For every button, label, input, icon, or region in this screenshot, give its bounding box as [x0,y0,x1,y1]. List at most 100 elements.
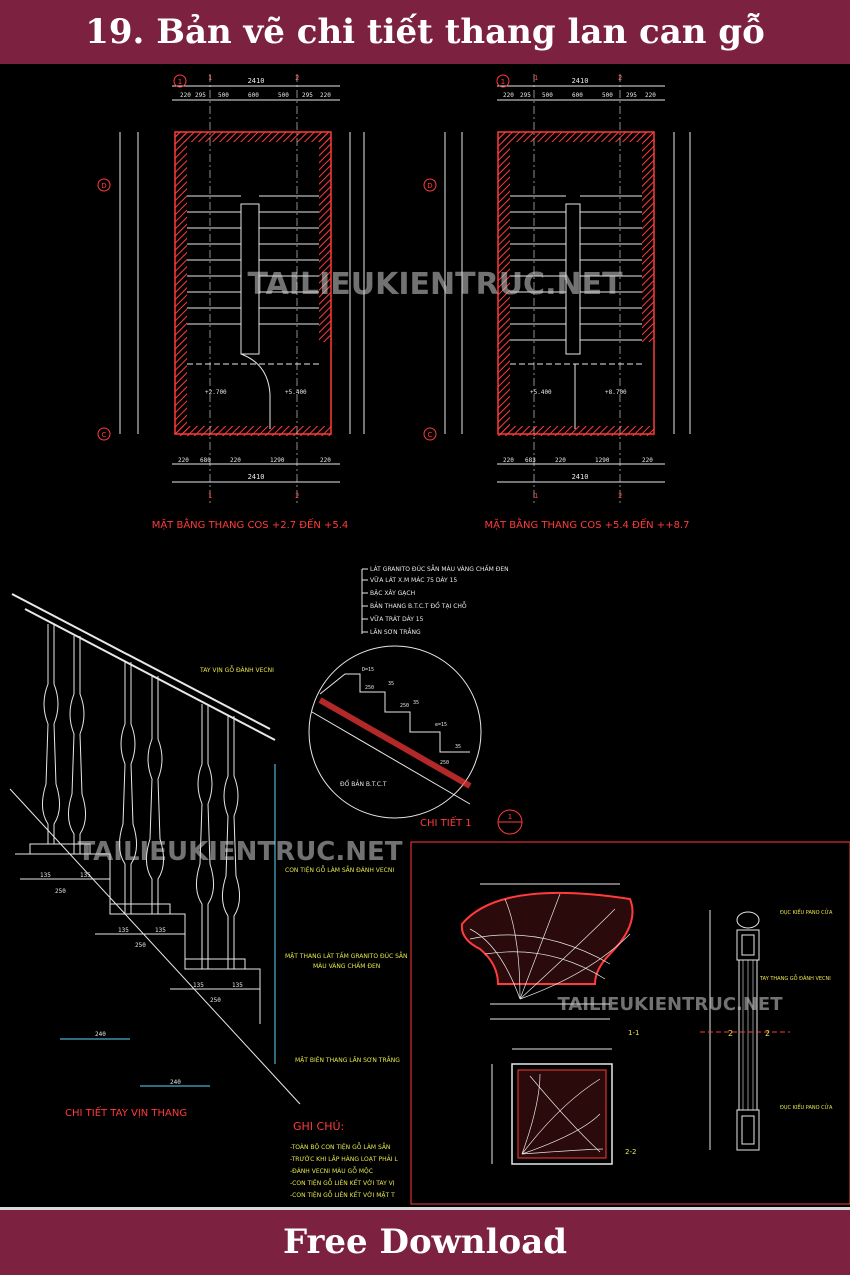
free-download-label[interactable]: Free Download [282,1222,568,1262]
plan-left-title: MẶT BẰNG THANG COS +2.7 ĐẾN +5.4 [152,517,349,531]
svg-text:295: 295 [520,92,531,99]
svg-text:250: 250 [135,942,146,949]
layer-item: BẬC XÂY GẠCH [370,590,415,597]
post-label-top: ĐỤC KIỂU PANO CỬA [780,908,833,916]
svg-text:220: 220 [503,92,514,99]
svg-text:C: C [428,431,433,439]
svg-text:2: 2 [765,1029,770,1038]
layer-item: LÁT GRANITO ĐÚC SẴN MÀU VÀNG CHẤM ĐEN [370,565,509,573]
svg-text:250: 250 [440,760,449,766]
svg-text:1: 1 [208,492,212,500]
notes-block: GHI CHÚ: -TOÀN BỘ CON TIỆN GỖ LÀM SẴN -T… [290,1120,398,1199]
layer-item: VỮA LÁT X.M MÁC 75 DÀY 15 [370,577,457,584]
svg-text:295: 295 [195,92,206,99]
post-detail-panel: 1-1 2-2 2 2 ĐỤC KIỂU PANO CỬA TAY THANG … [410,841,850,1205]
section-2-label: 2-2 [625,1148,636,1156]
svg-text:135: 135 [40,872,51,879]
svg-text:500: 500 [278,92,289,99]
note-item: -CON TIỆN GỖ LIÊN KẾT VỚI MẶT T [290,1191,395,1199]
svg-text:220: 220 [555,457,566,464]
plan-right-dim-top: 2410 [572,77,589,85]
plan-right-title: MẶT BẰNG THANG COS +5.4 ĐẾN ++8.7 [485,517,690,531]
detail-1-circle [308,645,482,819]
label-edge: MẶT BIÊN THANG LĂN SƠN TRẮNG [295,1056,400,1064]
svg-text:220: 220 [178,457,189,464]
plan-right-level-a: +5.400 [530,389,552,396]
note-item: -ĐÁNH VECNI MÀU GỖ MỘC [290,1167,373,1175]
svg-text:35: 35 [455,744,461,750]
svg-text:500: 500 [542,92,553,99]
svg-text:1: 1 [534,492,538,500]
svg-text:D: D [427,182,432,190]
header-banner: 19. Bản vẽ chi tiết thang lan can gỗ [0,0,850,64]
svg-text:683: 683 [525,457,536,464]
svg-text:240: 240 [170,1079,181,1086]
page-title: 19. Bản vẽ chi tiết thang lan can gỗ [85,12,765,52]
svg-text:2: 2 [728,1029,733,1038]
plan-left-level-b: +5.400 [285,389,307,396]
svg-text:220: 220 [642,457,653,464]
section-1-label: 1-1 [628,1029,639,1037]
svg-text:1: 1 [501,78,505,86]
plan-right-dim-bottom: 2410 [572,473,589,481]
cad-drawing: 2410 220 295 500 600 500 295 220 1 1 2 [9,74,850,1205]
svg-text:135: 135 [232,982,243,989]
note-item: -CON TIỆN GỖ LIÊN KẾT VỚI TAY VỊ [290,1179,395,1187]
svg-text:1: 1 [534,74,538,82]
footer-banner[interactable]: Free Download [0,1210,850,1275]
slab-label: ĐỔ BẢN B.T.C.T [340,780,387,788]
layer-legend: LÁT GRANITO ĐÚC SẴN MÀU VÀNG CHẤM ĐEN VỮ… [308,565,523,835]
notes-title: GHI CHÚ: [293,1120,344,1133]
plan-left-dim-bottom: 2410 [248,473,265,481]
svg-text:680: 680 [200,457,211,464]
svg-text:500: 500 [218,92,229,99]
svg-text:250: 250 [210,997,221,1004]
divider [0,1207,850,1210]
svg-text:250: 250 [400,703,409,709]
plan-left: 2410 220 295 500 600 500 295 220 1 1 2 [97,74,365,531]
detail-1-title: CHI TIẾT 1 [420,815,472,829]
layer-item: LĂN SƠN TRẮNG [370,628,421,636]
label-rail: TAY VỊN GỖ ĐÁNH VECNI [199,666,274,674]
svg-text:250: 250 [55,888,66,895]
svg-text:2: 2 [295,492,299,500]
svg-text:D: D [101,182,106,190]
plan-left-dim-top: 2410 [248,77,265,85]
label-granite: MẶT THANG LÁT TẤM GRANITO ĐÚC SẴN [285,952,408,960]
svg-text:295: 295 [302,92,313,99]
svg-text:1: 1 [178,78,182,86]
note-item: -TRƯỚC KHI LẮP HÀNG LOẠT PHẢI L [290,1155,398,1163]
svg-text:1290: 1290 [595,457,610,464]
svg-text:220: 220 [230,457,241,464]
svg-text:600: 600 [248,92,259,99]
layer-item: VỮA TRÁT DÀY 15 [370,616,424,623]
svg-text:1290: 1290 [270,457,285,464]
plan-right-level-b: +8.700 [605,389,627,396]
svg-text:135: 135 [193,982,204,989]
svg-text:500: 500 [602,92,613,99]
plan-left-level-a: +2.700 [205,389,227,396]
post-label-mid: TAY THANG GỖ ĐÁNH VECNI [759,974,831,982]
watermark-bottom: TAILIEUKIENTRUC.NET [557,994,783,1015]
svg-text:600: 600 [572,92,583,99]
svg-text:135: 135 [80,872,91,879]
svg-text:135: 135 [155,927,166,934]
svg-text:D=15: D=15 [362,667,374,673]
handrail-detail: 135 135 250 135 135 250 135 135 250 240 240 TAY… [9,593,408,1119]
watermark-middle: TAILIEUKIENTRUC.NET [77,837,402,867]
svg-text:220: 220 [320,457,331,464]
svg-text:135: 135 [118,927,129,934]
layer-item: BẢN THANG B.T.C.T ĐỔ TẠI CHỖ [370,602,467,610]
svg-text:220: 220 [180,92,191,99]
svg-text:220: 220 [645,92,656,99]
svg-text:2: 2 [618,492,622,500]
svg-text:250: 250 [365,685,374,691]
post-label-bottom: ĐỤC KIỂU PANO CỬA [780,1103,833,1111]
svg-text:240: 240 [95,1031,106,1038]
label-newel: CON TIỆN GỖ LÀM SẴN ĐÁNH VECNI [285,866,394,874]
svg-text:35: 35 [413,700,419,706]
svg-text:1: 1 [508,813,512,821]
svg-text:220: 220 [320,92,331,99]
handrail-detail-title: CHI TIẾT TAY VỊN THANG [65,1105,187,1119]
